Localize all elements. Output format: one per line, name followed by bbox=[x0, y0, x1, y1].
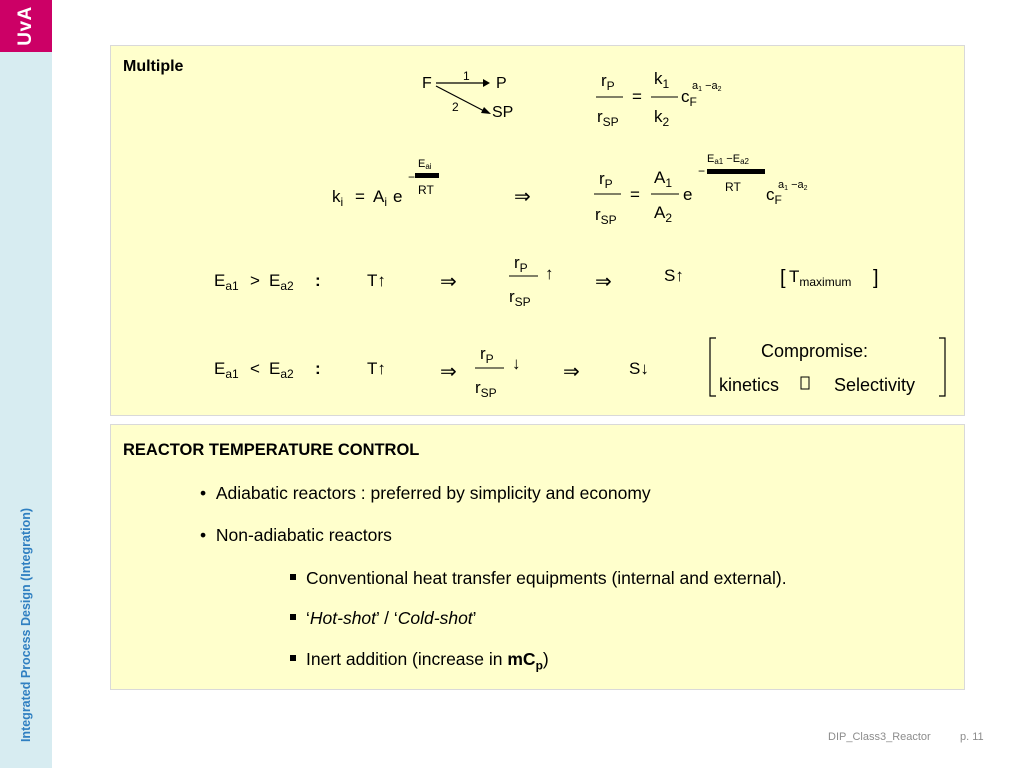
svg-text:↓: ↓ bbox=[512, 354, 521, 373]
svg-text::: : bbox=[315, 359, 321, 378]
inert-prefix-text: Inert addition (increase in bbox=[306, 649, 508, 669]
svg-text:=: = bbox=[630, 185, 640, 204]
svg-text:kinetics: kinetics bbox=[719, 375, 779, 395]
svg-text:A1: A1 bbox=[654, 168, 672, 190]
svg-text:e: e bbox=[393, 187, 402, 206]
svg-text:1: 1 bbox=[463, 69, 470, 83]
svg-text:SP: SP bbox=[492, 104, 513, 121]
sub-item-shot: ‘Hot-shot’ / ‘Cold-shot’ bbox=[290, 608, 477, 629]
svg-text:Ea2: Ea2 bbox=[269, 359, 294, 381]
arrhenius-equation: ki = Ai e − Eai RT bbox=[332, 158, 439, 209]
svg-text:]: ] bbox=[873, 267, 879, 289]
svg-text:↑: ↑ bbox=[545, 264, 554, 283]
svg-text:rP: rP bbox=[480, 344, 494, 366]
footer-doc-name: DIP_Class3_Reactor bbox=[828, 731, 931, 743]
bullet-dot: • bbox=[200, 483, 207, 503]
svg-text:rSP: rSP bbox=[475, 378, 497, 400]
svg-text:a1 −a2: a1 −a2 bbox=[778, 179, 808, 192]
sub-item-inert: Inert addition (increase in mCp) bbox=[290, 649, 549, 673]
sidebar-title: Integrated Process Design (Integration) bbox=[19, 507, 33, 743]
temperature-selectivity-equation: rP rSP = A1 A2 e − Ea1 −Ea2 RT cF a1 −a2 bbox=[594, 153, 808, 227]
svg-text:=: = bbox=[632, 87, 642, 106]
svg-text:T↑: T↑ bbox=[367, 271, 386, 290]
svg-text:rSP: rSP bbox=[597, 107, 619, 129]
square-bullet-icon bbox=[290, 655, 296, 662]
svg-text:k2: k2 bbox=[654, 107, 670, 129]
svg-text:ki: ki bbox=[332, 187, 343, 209]
sub-item-conventional-text: Conventional heat transfer equipments (i… bbox=[306, 568, 787, 588]
svg-text::: : bbox=[315, 271, 321, 290]
svg-text:RT: RT bbox=[418, 183, 434, 197]
svg-text:Ea2: Ea2 bbox=[269, 271, 294, 293]
svg-text:>: > bbox=[250, 271, 260, 290]
svg-text:e: e bbox=[683, 185, 692, 204]
svg-text:a1 −a2: a1 −a2 bbox=[692, 80, 722, 93]
svg-text:⇒: ⇒ bbox=[440, 271, 457, 293]
mcp-subscript: p bbox=[535, 658, 543, 673]
case-ea1-less: Ea1 < Ea2 : T↑ ⇒ rP rSP ↓ ⇒ S↓ Compromis… bbox=[214, 337, 946, 400]
logo-text: UvA bbox=[15, 6, 36, 46]
svg-text:Ea1 −Ea2: Ea1 −Ea2 bbox=[707, 153, 750, 166]
svg-text:<: < bbox=[250, 359, 260, 378]
inert-suffix-text: ) bbox=[542, 649, 549, 669]
bullet-adiabatic: • Adiabatic reactors : preferred by simp… bbox=[200, 483, 651, 504]
svg-text:A2: A2 bbox=[654, 203, 672, 225]
svg-text:2: 2 bbox=[452, 100, 459, 114]
svg-text:Selectivity: Selectivity bbox=[834, 375, 915, 395]
mcp-text: mC bbox=[507, 649, 536, 669]
bullet-adiabatic-text: Adiabatic reactors : preferred by simpli… bbox=[215, 483, 651, 503]
svg-text:S↑: S↑ bbox=[664, 266, 684, 285]
svg-text:T↑: T↑ bbox=[367, 359, 386, 378]
svg-text:RT: RT bbox=[725, 180, 741, 194]
svg-text:Ea1: Ea1 bbox=[214, 359, 239, 381]
panel-heading: Multiple bbox=[123, 58, 184, 75]
temperature-control-panel: REACTOR TEMPERATURE CONTROL • Adiabatic … bbox=[110, 424, 965, 690]
sub-item-conventional: Conventional heat transfer equipments (i… bbox=[290, 568, 787, 589]
sidebar: UvA Integrated Process Design (Integrati… bbox=[0, 0, 52, 768]
square-bullet-icon bbox=[290, 574, 296, 581]
svg-text:⇒: ⇒ bbox=[514, 186, 531, 208]
svg-text:F: F bbox=[422, 75, 432, 92]
svg-text:=: = bbox=[355, 187, 365, 206]
bullet-dot: • bbox=[200, 525, 207, 545]
uva-logo: UvA bbox=[0, 0, 52, 52]
svg-text:k1: k1 bbox=[654, 69, 670, 91]
svg-text:S↓: S↓ bbox=[629, 359, 649, 378]
hot-shot-text: Hot-shot bbox=[309, 608, 377, 628]
svg-text:⇒: ⇒ bbox=[563, 361, 580, 383]
svg-text:−: − bbox=[698, 164, 705, 178]
reaction-scheme: F 1 P 2 SP bbox=[422, 69, 513, 121]
svg-text:⇒: ⇒ bbox=[595, 271, 612, 293]
selectivity-ratio-equation: rP rSP = k1 k2 cF a1 −a2 bbox=[596, 69, 722, 129]
bullet-non-adiabatic-text: Non-adiabatic reactors bbox=[215, 525, 392, 545]
section-heading: REACTOR TEMPERATURE CONTROL bbox=[123, 441, 420, 459]
cold-shot-text: Cold-shot bbox=[397, 608, 473, 628]
svg-text:rP: rP bbox=[599, 169, 613, 191]
svg-text:rP: rP bbox=[514, 253, 528, 275]
svg-text:rSP: rSP bbox=[509, 287, 531, 309]
svg-text:[: [ bbox=[780, 267, 786, 289]
svg-text:Compromise:: Compromise: bbox=[761, 341, 868, 361]
svg-text:−: − bbox=[408, 170, 415, 184]
equations-canvas: F 1 P 2 SP rP rSP = k1 k2 cF a1 −a2 ki =… bbox=[214, 69, 946, 400]
svg-text:rP: rP bbox=[601, 71, 615, 93]
case-ea1-greater: Ea1 > Ea2 : T↑ ⇒ rP rSP ↑ ⇒ S↑ [ Tmaximu… bbox=[214, 253, 879, 309]
square-bullet-icon bbox=[290, 614, 296, 621]
svg-text:rSP: rSP bbox=[595, 205, 617, 227]
svg-text:⇒: ⇒ bbox=[440, 361, 457, 383]
footer-page-number: p. 11 bbox=[960, 731, 984, 743]
multiple-reactions-panel: Multiple F 1 P 2 SP rP rSP = k1 k2 cF a1… bbox=[110, 45, 965, 416]
svg-text:Ea1: Ea1 bbox=[214, 271, 239, 293]
bullet-non-adiabatic: • Non-adiabatic reactors bbox=[200, 525, 392, 546]
slash-text: / bbox=[379, 608, 394, 628]
svg-text:Tmaximum: Tmaximum bbox=[789, 267, 851, 289]
svg-text:P: P bbox=[496, 75, 507, 92]
svg-text:Eai: Eai bbox=[418, 158, 432, 171]
svg-text:Ai: Ai bbox=[373, 187, 387, 209]
